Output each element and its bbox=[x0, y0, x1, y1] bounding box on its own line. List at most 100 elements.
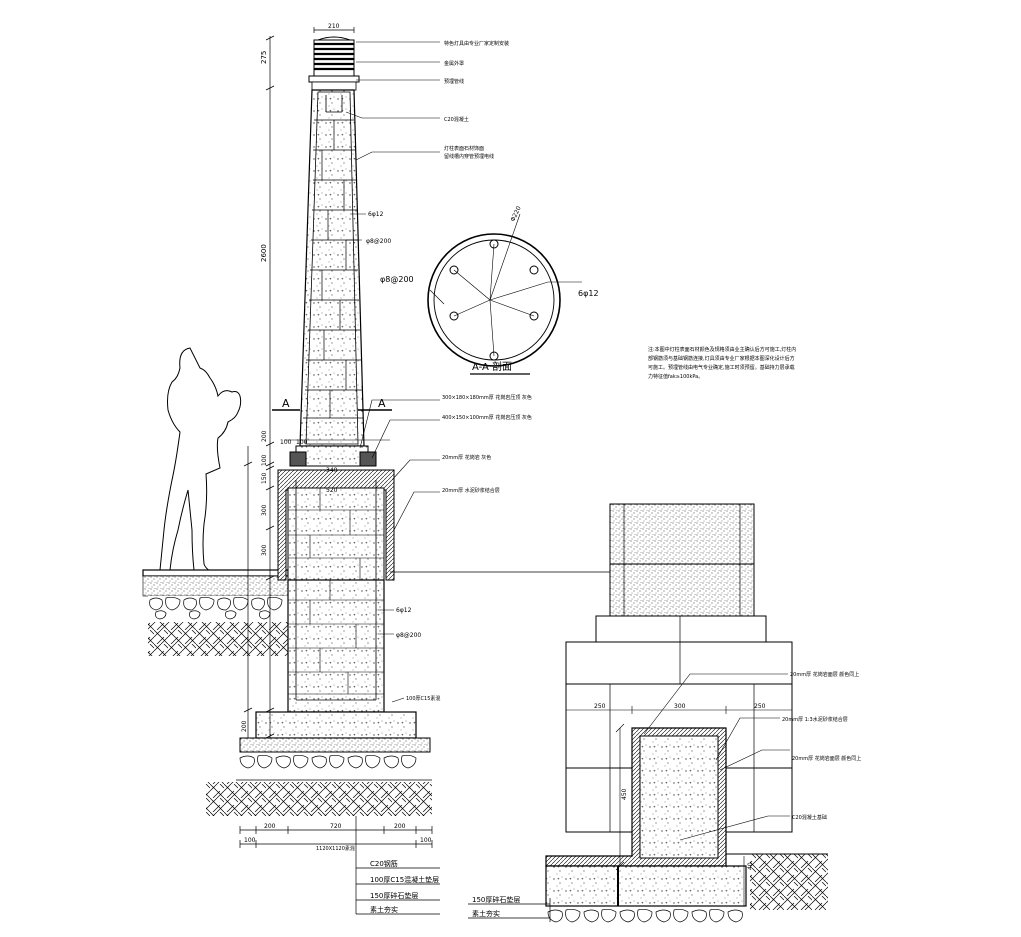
detail-pedestal-1 bbox=[565, 641, 793, 685]
dim-mid-2: 340 bbox=[326, 467, 338, 474]
callout-mid-2: 20mm厚 花岗岩 灰色 bbox=[442, 454, 491, 461]
footing-rebar-label: 6φ12 bbox=[396, 607, 412, 614]
paving-bed-left bbox=[142, 575, 289, 597]
bottom-legend-lines bbox=[355, 816, 440, 915]
dim-bottom-0: 200 bbox=[264, 823, 276, 830]
general-note: 注:本图中灯柱表面石材颜色及规格须由业主确认后方可施工,灯柱内部钢筋须与基础钢筋… bbox=[648, 347, 797, 380]
footing-joints bbox=[288, 580, 384, 695]
collar-block-left bbox=[289, 451, 307, 467]
callout-top-0: 特色灯具由专业厂家定制安装 bbox=[444, 40, 509, 47]
dim-mid-1: 100 bbox=[296, 439, 308, 446]
paving-surface-left bbox=[142, 569, 289, 577]
dim-mid-0: 100 bbox=[280, 439, 292, 446]
detail-shaft-upper bbox=[609, 503, 755, 565]
dim-left-5: 200 bbox=[241, 720, 248, 732]
section-dia: Φ220 bbox=[509, 205, 522, 223]
wiring-duct bbox=[325, 95, 343, 113]
callout-top-1: 金属外罩 bbox=[444, 60, 464, 67]
dim-left-2: 150 bbox=[261, 472, 268, 484]
legend-2: 150厚碎石垫层 bbox=[370, 891, 418, 900]
gravel-stones-left bbox=[149, 596, 283, 620]
callout-top-3: C20混凝土 bbox=[444, 116, 469, 123]
legend-0: C20钢筋 bbox=[370, 859, 398, 868]
section-title: A-A 剖面 bbox=[472, 360, 512, 373]
callout-top-5: 留线槽内穿管预埋电线 bbox=[444, 153, 494, 160]
section-leader-lines bbox=[429, 213, 582, 357]
dim-bottom-1: 720 bbox=[330, 823, 342, 830]
detail-cap bbox=[595, 615, 767, 643]
footing-base bbox=[255, 711, 417, 739]
detail-callout-3: C20混凝土基础 bbox=[792, 814, 827, 821]
callout-mid-0: 300×180×180mm厚 花岗岩压顶 灰色 bbox=[442, 394, 532, 401]
vertical-dimension-chain bbox=[243, 35, 275, 739]
detail-callout-0: 20mm厚 花岗岩面层 颜色同上 bbox=[790, 671, 859, 678]
callout-mid-3: 20mm厚 水泥砂浆结合层 bbox=[442, 487, 500, 494]
main-elevation: A A 275 2600 200 100 150 300 300 200 210… bbox=[142, 23, 612, 915]
detail-soil-right bbox=[750, 854, 828, 910]
section-a-a: Φ220 φ8@200 6φ12 A-A 剖面 bbox=[380, 205, 599, 375]
concrete-pad bbox=[239, 737, 431, 753]
mid-callout-leaders bbox=[359, 399, 440, 531]
dim-left-1: 100 bbox=[261, 454, 268, 466]
cut-mark-right: A bbox=[378, 397, 386, 410]
dim-left-4: 300 bbox=[261, 544, 268, 556]
detail-dim-lines bbox=[565, 706, 793, 906]
collar-block-right bbox=[359, 451, 377, 467]
detail-dim-2: 250 bbox=[754, 703, 766, 710]
callout-mid-1: 400×150×100mm厚 花岗岩压顶 灰色 bbox=[442, 414, 532, 421]
legend-1: 100厚C15混凝土垫层 bbox=[370, 875, 439, 884]
section-label-left: φ8@200 bbox=[380, 275, 414, 284]
footing-column bbox=[287, 579, 385, 713]
dim-left-0: 200 bbox=[261, 430, 268, 442]
callout-top-4: 灯柱表面石材饰面 bbox=[444, 145, 484, 152]
dim-shaft-height: 2600 bbox=[260, 244, 268, 262]
human-figure-silhouette bbox=[159, 347, 242, 577]
detail-legend-lines bbox=[468, 898, 551, 922]
right-detail: 250 300 250 450 40 20mm厚 花岗岩面层 颜色同上 20mm… bbox=[468, 503, 861, 923]
section-rebars bbox=[449, 239, 539, 361]
shaft-joint-lines bbox=[303, 119, 363, 419]
shaft-spacing-label: φ8@200 bbox=[366, 238, 391, 245]
pedestal-core bbox=[287, 487, 385, 581]
bottom-dimension-rows bbox=[239, 826, 433, 848]
detail-callout-2: 20mm厚 花岗岩面层 颜色同上 bbox=[792, 755, 861, 762]
dim-mid-3: 520 bbox=[326, 487, 338, 494]
detail-dim-small: 40 bbox=[747, 862, 754, 870]
detail-legend-0: 150厚碎石垫层 bbox=[472, 895, 520, 904]
dim-cap-height: 275 bbox=[260, 51, 268, 64]
lamp-cap bbox=[308, 36, 360, 91]
pedestal-cladding bbox=[277, 469, 395, 581]
footing-spacing-label: φ8@200 bbox=[396, 632, 421, 639]
detail-dim-0: 250 bbox=[594, 703, 606, 710]
compacted-soil-left bbox=[148, 622, 288, 656]
detail-callout-1: 20mm厚 1:3水泥砂浆结合层 bbox=[782, 716, 848, 723]
section-label-right: 6φ12 bbox=[578, 289, 599, 298]
pedestal-joints bbox=[288, 488, 384, 580]
gravel-stones-base bbox=[239, 754, 417, 769]
detail-shaft-lower bbox=[609, 563, 755, 617]
detail-dim-height: 450 bbox=[621, 788, 628, 800]
dim-bottom-4: 1120X1120素混 bbox=[316, 845, 355, 852]
legend-3: 素土夯实 bbox=[370, 905, 398, 914]
detail-dim-1: 300 bbox=[674, 703, 686, 710]
shaft-rebar-cage bbox=[305, 91, 359, 445]
dim-bottom-3: 100 bbox=[244, 837, 256, 844]
detail-footing-base bbox=[545, 865, 747, 907]
footing-rebar bbox=[295, 480, 377, 700]
section-outer-circle bbox=[427, 233, 561, 367]
top-callout-leaders bbox=[345, 41, 440, 161]
dim-left-3: 300 bbox=[261, 504, 268, 516]
granite-collar-upper bbox=[295, 445, 369, 467]
dim-cap-width: 210 bbox=[328, 23, 340, 30]
detail-gravel bbox=[547, 908, 743, 923]
dim-bottom-2: 200 bbox=[394, 823, 406, 830]
footing-base-label: 100厚C15素混 bbox=[406, 695, 440, 702]
section-cut-marks: A A bbox=[272, 397, 392, 411]
cut-mark-left: A bbox=[282, 397, 290, 410]
detail-legend-1: 素土夯实 bbox=[472, 909, 500, 918]
dim-bottom-5: 100 bbox=[420, 837, 432, 844]
shaft-rebar-label: 6φ12 bbox=[368, 211, 384, 218]
compacted-soil-base bbox=[206, 782, 432, 816]
detail-callout-leaders bbox=[643, 673, 790, 841]
